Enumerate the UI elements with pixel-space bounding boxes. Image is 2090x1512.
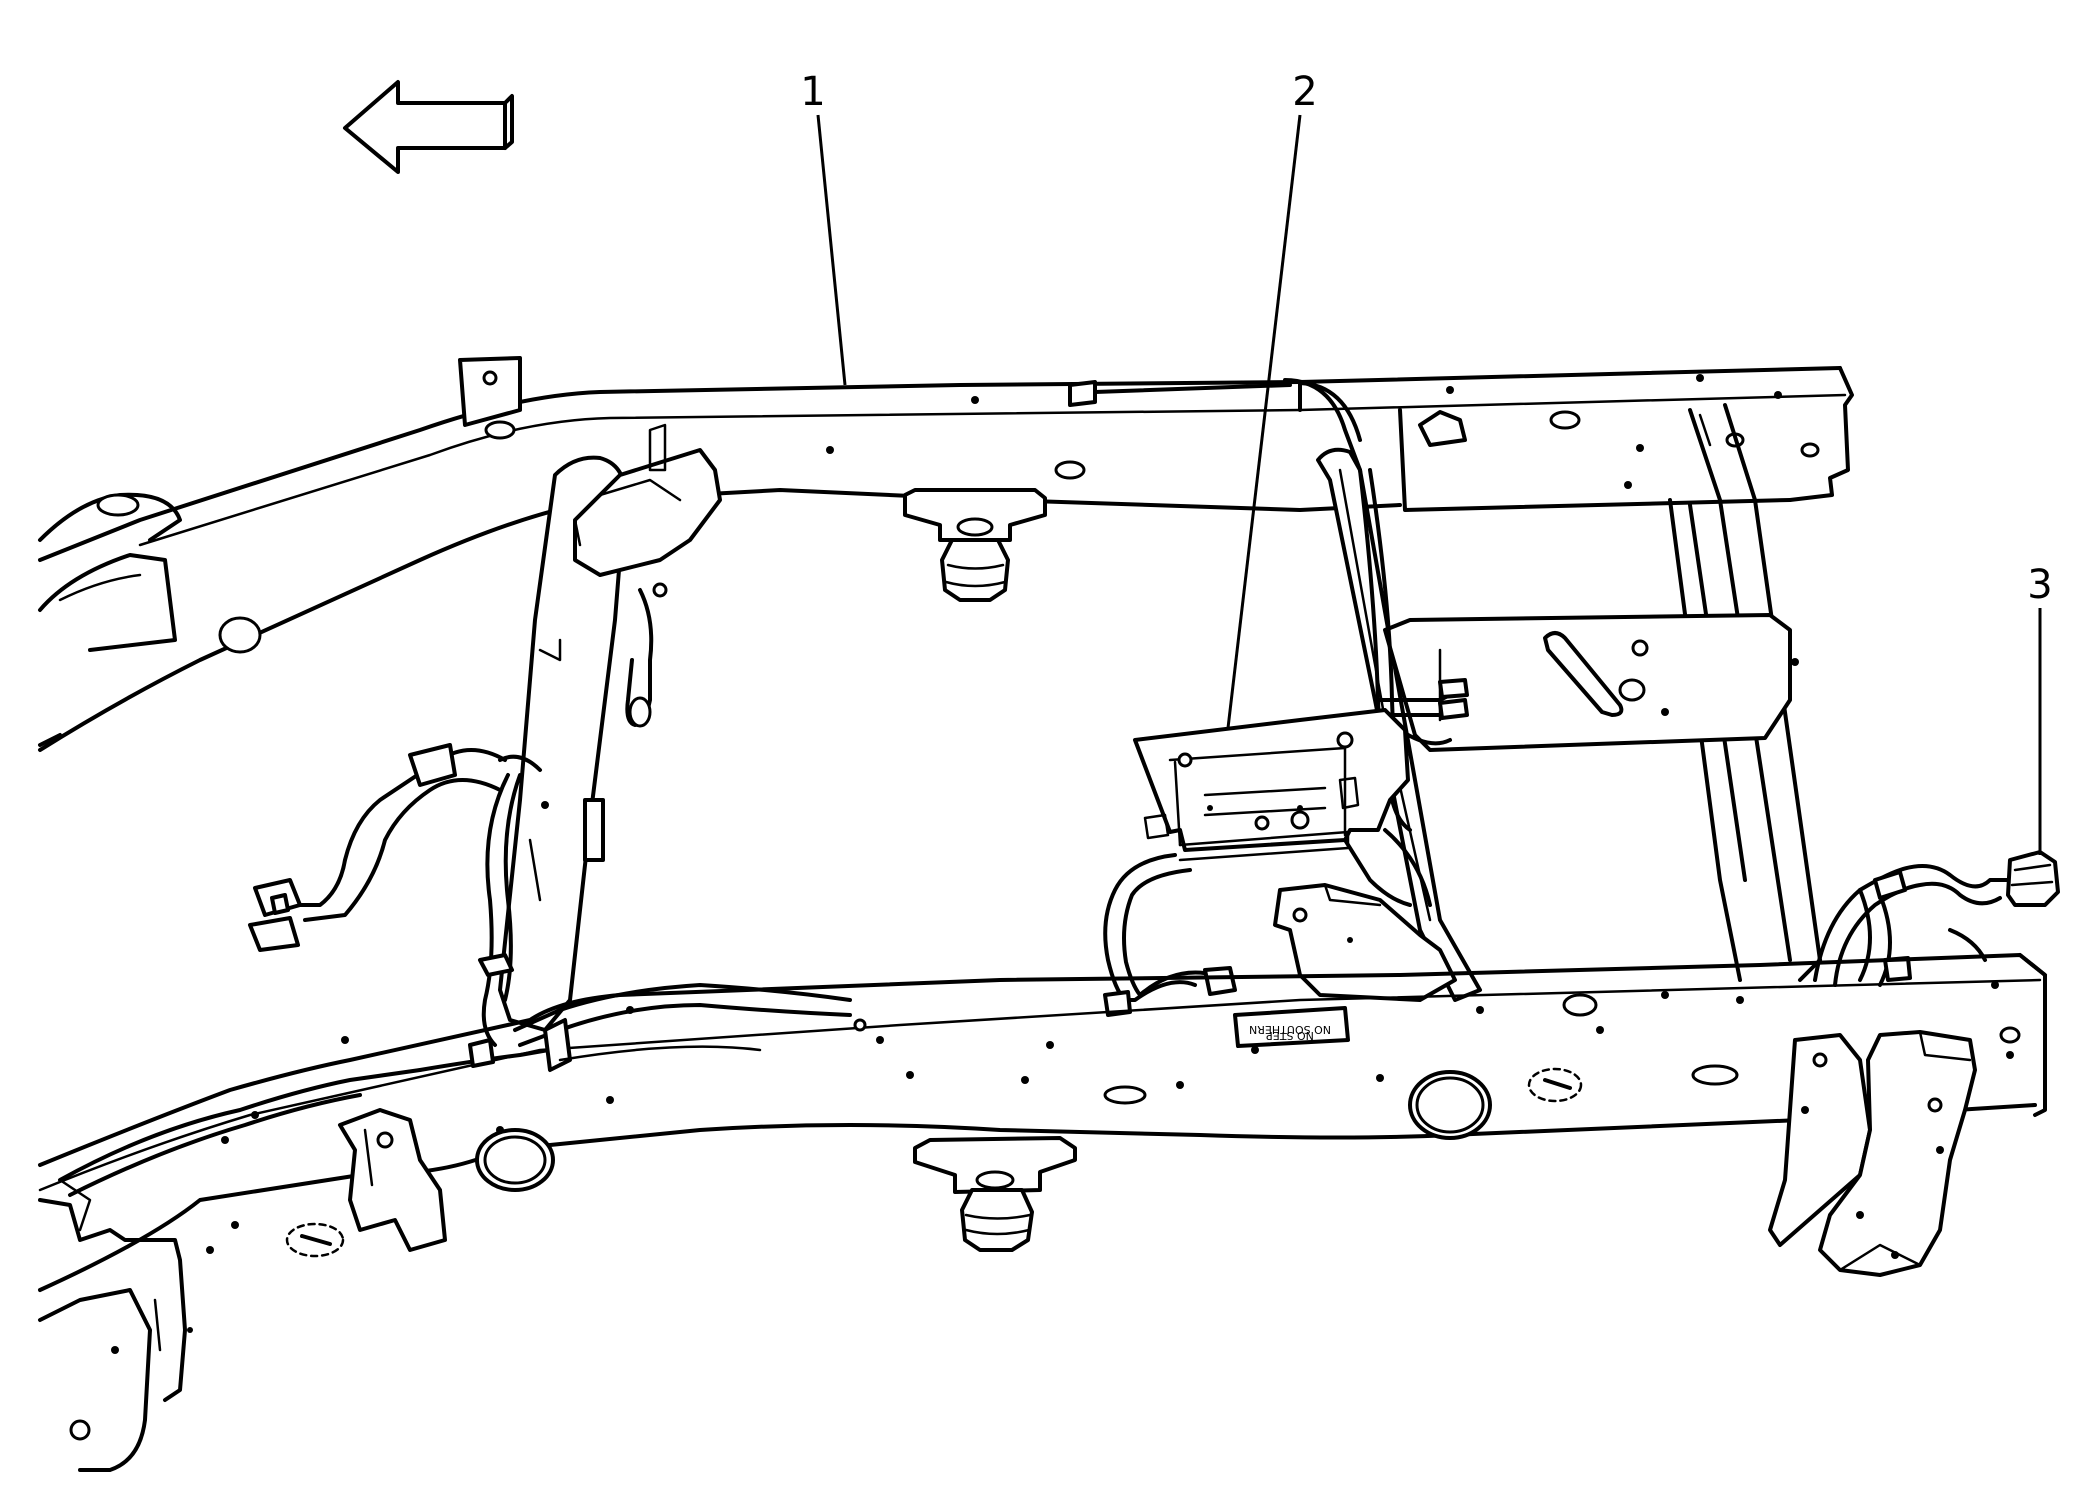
far-frame-rail [38, 356, 1854, 752]
module [1133, 708, 1457, 1002]
callout-3-label: 3 [2027, 562, 2052, 608]
center-wiring-harness [1068, 378, 1469, 832]
callout-1-label: 1 [800, 69, 825, 115]
callout-1: 1 [800, 69, 847, 386]
far-body-mount [903, 488, 1047, 602]
module-wiring-harness [1103, 853, 1237, 1017]
arrow-left-icon [343, 80, 514, 174]
near-body-mount [913, 1136, 1077, 1252]
frame-label-line1: NO STEP [1266, 1029, 1314, 1042]
front-wiring-harness [248, 743, 542, 1047]
frame-label-plate: NO STEP NO SOUTHERN [1233, 1006, 1350, 1048]
trailer-connector [2006, 850, 2060, 907]
frame-label-line2: NO SOUTHERN [1249, 1023, 1331, 1036]
callout-2: 2 [1226, 69, 1318, 729]
front-crossmember [498, 423, 722, 1032]
callout-2-label: 2 [1292, 69, 1317, 115]
near-frame-rail: NO STEP NO SOUTHERN [38, 953, 2047, 1472]
callout-3: 3 [2027, 562, 2053, 855]
rear-wiring-harness [1813, 864, 2017, 987]
rear-bracket [1768, 1030, 1977, 1277]
